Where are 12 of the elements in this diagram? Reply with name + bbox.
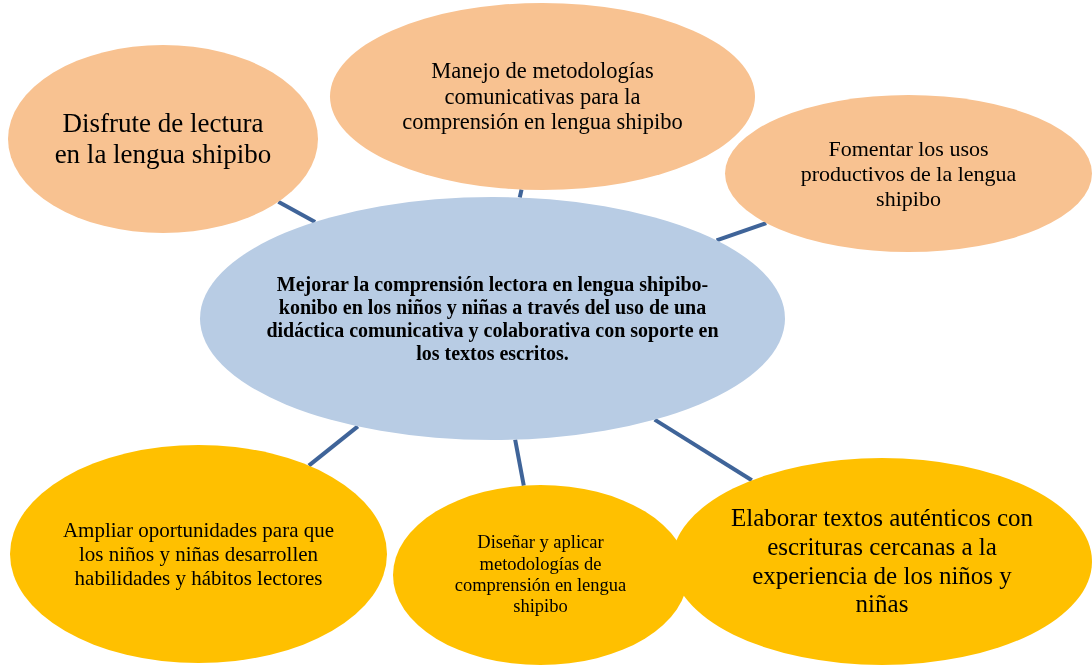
node-text: Mejorar la comprensión lectora en lengua shipibo-konibo en los niños y niñas a través del uso de una didáctica comunicativa y colaborativa con soporte en los textos escritos. bbox=[265, 272, 720, 365]
connector-line bbox=[513, 439, 526, 486]
connector-line bbox=[715, 221, 767, 243]
connector-line bbox=[307, 424, 360, 468]
connector-line bbox=[653, 417, 753, 482]
node-text: Disfrute de lectura en la lengua shipibo bbox=[54, 107, 272, 171]
node-text: Diseñar y aplicar metodologías de comprensión en lengua shipibo bbox=[453, 532, 628, 618]
node-text: Fomentar los usos productivos de la lengua shipibo bbox=[799, 135, 1018, 212]
node-text: Elaborar textos auténticos con escrituras cercanas a la experiencia de los niños y niñas bbox=[730, 504, 1034, 619]
node-text: Ampliar oportunidades para que los niños y niñas desarrollen habilidades y hábitos lectores bbox=[62, 517, 335, 591]
node-text: Manejo de metodologías comunicativas para la comprensión en lengua shipibo bbox=[401, 57, 684, 136]
connector-line bbox=[277, 200, 317, 224]
